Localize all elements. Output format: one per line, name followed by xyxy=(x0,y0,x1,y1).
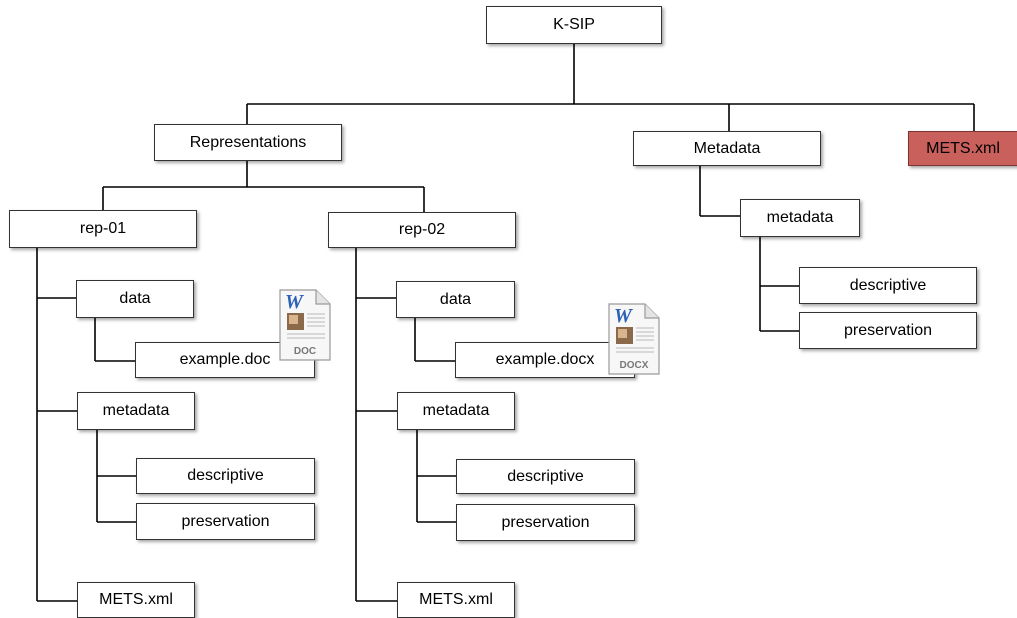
metadata-folder-node: Metadata xyxy=(633,131,821,166)
rep-01-metadata-node: metadata xyxy=(77,392,195,430)
metadata-descriptive-node: descriptive xyxy=(799,267,977,304)
rep-01-mets-xml-node: METS.xml xyxy=(77,582,195,618)
rep-01-preservation-node: preservation xyxy=(136,503,315,540)
metadata-subfolder-node: metadata xyxy=(740,199,860,237)
rep-02-mets-xml-node: METS.xml xyxy=(397,582,515,618)
doc-badge: DOC xyxy=(294,346,316,357)
rep-02-metadata-node: metadata xyxy=(397,392,515,430)
word-letter: W xyxy=(285,291,304,313)
metadata-preservation-node: preservation xyxy=(799,312,977,349)
rep-02-example-docx-node: example.docx xyxy=(455,342,635,378)
rep-02-data-node: data xyxy=(396,281,515,318)
k-sip-node: K-SIP xyxy=(486,6,662,44)
docx-badge: DOCX xyxy=(620,360,649,371)
word-docx-icon: W DOCX xyxy=(608,303,660,375)
word-letter: W xyxy=(614,305,633,327)
rep-02-descriptive-node: descriptive xyxy=(456,459,635,494)
rep-02-preservation-node: preservation xyxy=(456,504,635,541)
rep-01-node: rep-01 xyxy=(9,210,197,248)
word-doc-icon: W DOC xyxy=(279,289,331,361)
representations-node: Representations xyxy=(154,124,342,161)
root-mets-xml-node: METS.xml xyxy=(908,131,1017,166)
rep-01-data-node: data xyxy=(76,280,194,318)
rep-01-descriptive-node: descriptive xyxy=(136,458,315,494)
rep-02-node: rep-02 xyxy=(328,212,516,248)
